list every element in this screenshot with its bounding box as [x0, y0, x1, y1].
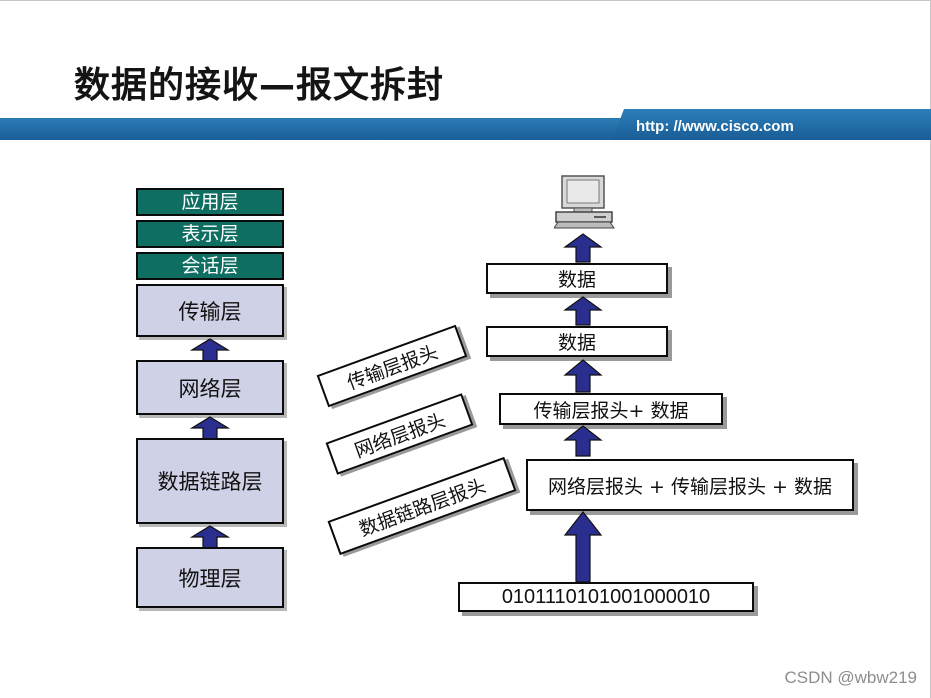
up-arrow-icon — [563, 511, 603, 583]
network-header-transport-header-data-box: 网络层报头 + 传输层报头 + 数据 — [526, 459, 854, 511]
up-arrow-icon — [190, 338, 230, 362]
up-arrow-icon — [563, 425, 603, 457]
transport-header-label: 传输层报头 — [316, 324, 468, 408]
datalink-header-label: 数据链路层报头 — [327, 456, 517, 556]
cisco-url: http: //www.cisco.com — [636, 118, 794, 135]
network-layer-box: 网络层 — [136, 360, 284, 415]
slide-title: 数据的接收—报文拆封 — [74, 65, 445, 106]
data-box-second: 数据 — [486, 326, 668, 357]
url-banner-tab — [612, 109, 931, 140]
up-arrow-icon — [563, 296, 603, 326]
transport-layer-box: 传输层 — [136, 284, 284, 337]
csdn-watermark: CSDN @wbw219 — [784, 668, 917, 687]
up-arrow-icon — [563, 359, 603, 393]
bitstream-box: 0101110101001000010 — [458, 582, 754, 612]
datalink-layer-box: 数据链路层 — [136, 438, 284, 524]
up-arrow-icon — [190, 416, 230, 440]
transport-header-plus-data-box: 传输层报头+ 数据 — [499, 393, 723, 425]
up-arrow-icon — [190, 525, 230, 549]
up-arrow-icon — [563, 233, 603, 263]
computer-icon — [553, 174, 616, 234]
data-box-top: 数据 — [486, 263, 668, 294]
session-layer-box: 会话层 — [136, 252, 284, 280]
frame-top-line — [0, 0, 931, 1]
presentation-layer-box: 表示层 — [136, 220, 284, 248]
network-header-label: 网络层报头 — [325, 393, 474, 475]
application-layer-box: 应用层 — [136, 188, 284, 216]
physical-layer-box: 物理层 — [136, 547, 284, 608]
